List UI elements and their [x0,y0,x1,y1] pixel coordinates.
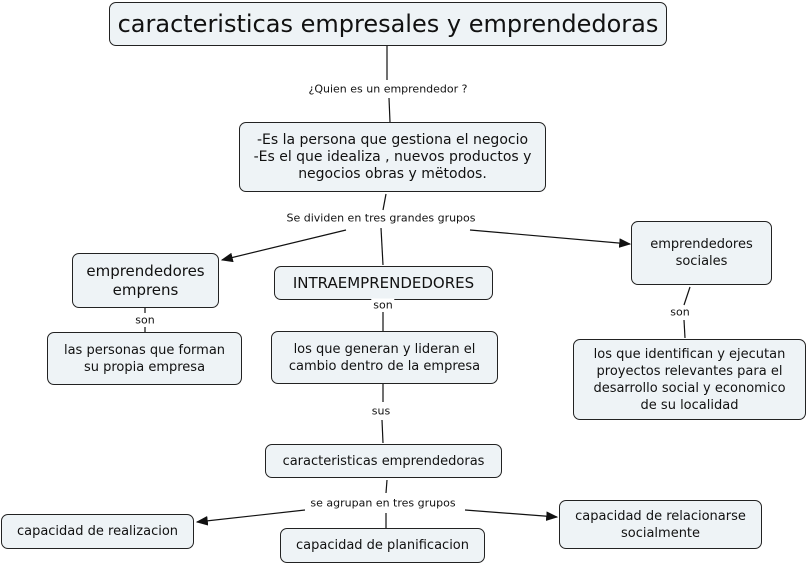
node-caracteristicas[interactable]: caracteristicas emprendedoras [265,444,502,478]
line [380,227,384,266]
link-label-agrupan: se agrupan en tres grupos [308,496,458,510]
line [385,479,388,494]
line [683,286,691,306]
link-label-son: son [668,305,692,319]
line [381,419,384,444]
line [683,319,686,339]
arrow [195,509,306,526]
arrow [464,509,559,521]
link-label-dividen: Se dividen en tres grandes grupos [284,211,478,225]
node-personas-empresa[interactable]: las personas que forman su propia empres… [47,332,242,385]
link-label-son: son [133,313,157,327]
node-definition[interactable]: -Es la persona que gestiona el negocio -… [239,122,546,192]
node-intraemprendedores[interactable]: INTRAEMPRENDEDORES [274,266,493,300]
node-planificacion[interactable]: capacidad de planificacion [280,528,485,563]
link-label-sus: sus [369,404,393,418]
arrow [469,229,632,248]
link-label-son: son [371,298,395,312]
link-label-quien: ¿Quien es un emprendedor ? [306,82,470,96]
node-emprendedores-sociales[interactable]: emprendedores sociales [631,221,772,285]
line [382,193,387,211]
node-emprendedores-emprens[interactable]: emprendedores emprens [72,253,219,308]
title-node[interactable]: caracteristicas empresales y emprendedor… [109,2,667,46]
node-identifican-ejecutan[interactable]: los que identifican y ejecutan proyectos… [573,339,806,420]
node-relacionarse[interactable]: capacidad de relacionarse socialmente [559,500,762,549]
arrow [220,229,347,263]
node-generan-lideran[interactable]: los que generan y lideran el cambio dent… [271,331,498,384]
node-realizacion[interactable]: capacidad de realizacion [1,514,194,549]
line [388,97,391,123]
